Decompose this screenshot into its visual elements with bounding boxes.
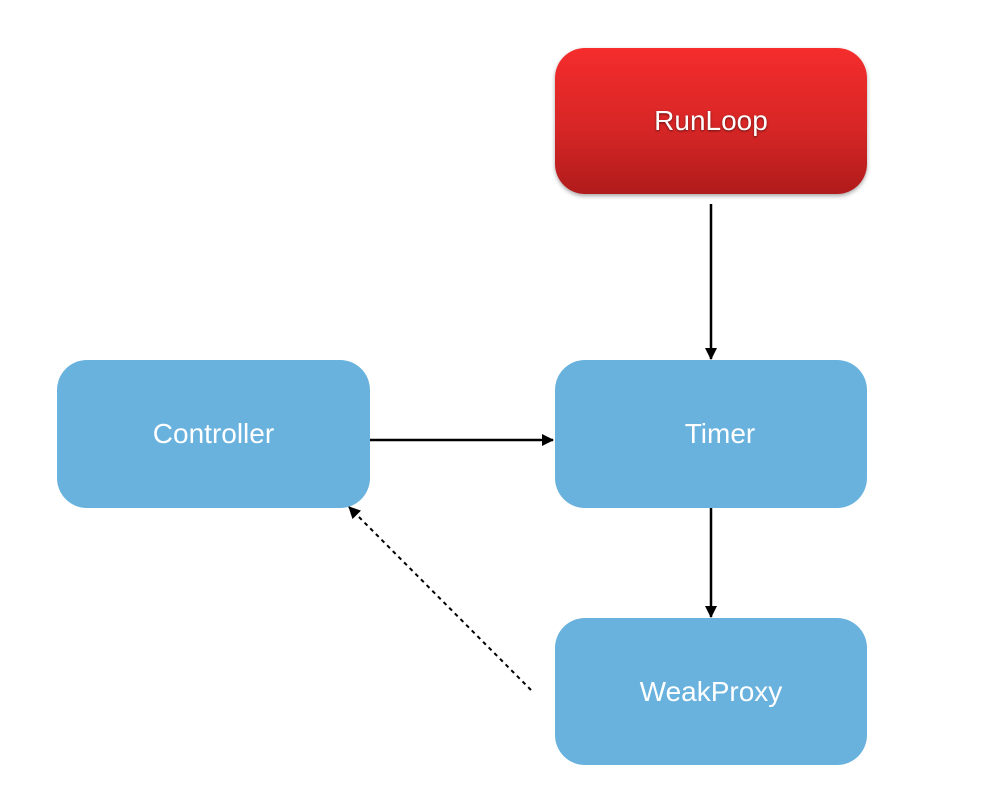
node-timer[interactable]: Timer	[555, 360, 867, 508]
node-timer-label: Timer	[684, 418, 756, 449]
node-controller[interactable]: Controller	[57, 360, 370, 508]
node-runloop-label: RunLoop	[654, 105, 768, 136]
node-runloop[interactable]: RunLoop	[555, 48, 867, 194]
node-weakproxy-label: WeakProxy	[639, 675, 783, 707]
edge-weakproxy-to-controller-dashed	[348, 506, 532, 691]
node-controller-label: Controller	[152, 418, 275, 449]
node-weakproxy[interactable]: WeakProxy	[555, 618, 867, 765]
